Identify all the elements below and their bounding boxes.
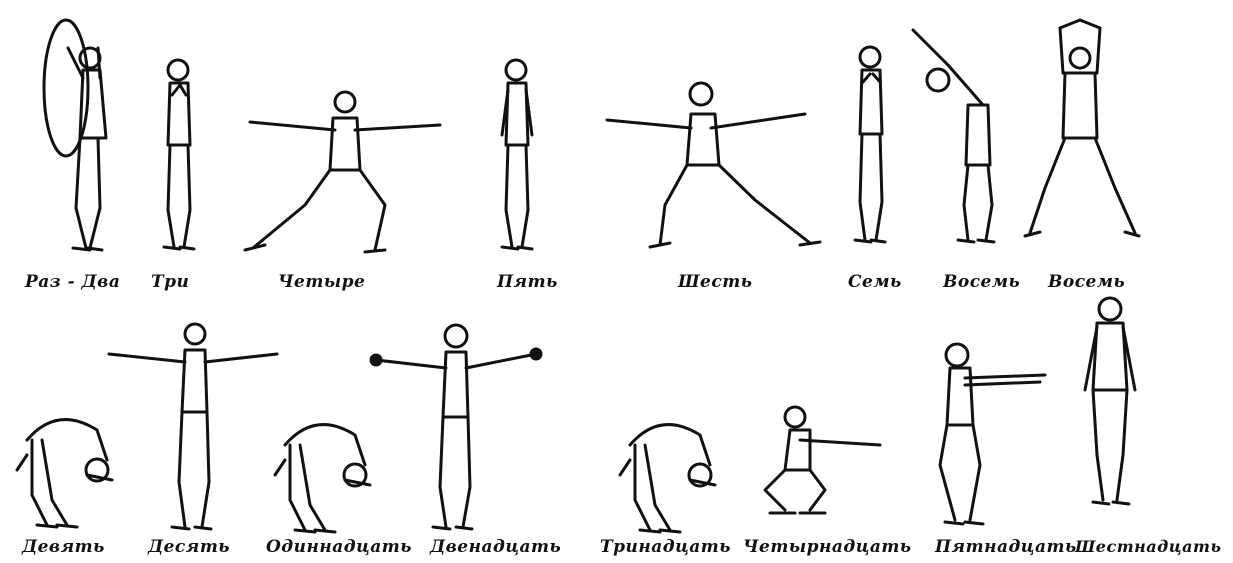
figure-devyat <box>12 400 122 534</box>
figure-vosem-1 <box>908 25 1008 249</box>
label-vosem-2: Восемь <box>1048 272 1125 292</box>
label-pyatnadtsat: Пятнадцать <box>935 537 1077 557</box>
figure-shest <box>605 80 825 259</box>
figure-pyatnadtsat <box>935 340 1055 534</box>
label-shestnadtsat: Шестнадцать <box>1075 537 1222 556</box>
label-dvenadtsat: Двенадцать <box>430 537 561 557</box>
figure-desyat <box>107 322 282 541</box>
figure-chetyre <box>245 90 445 264</box>
figure-chetyrnadtsat <box>755 405 885 529</box>
figure-dvenadtsat <box>368 322 548 541</box>
figure-trinadtsat <box>615 405 725 539</box>
label-tri: Три <box>151 272 189 292</box>
label-vosem-1: Восемь <box>943 272 1020 292</box>
label-devyat: Девять <box>22 537 105 557</box>
figure-sem <box>845 42 905 251</box>
label-chetyre: Четыре <box>278 272 365 292</box>
figure-shestnadtsat <box>1075 295 1150 514</box>
label-chetyrnadtsat: Четырнадцать <box>743 537 912 557</box>
label-odinnadtsat: Одиннадцать <box>266 537 412 557</box>
label-raz-dva: Раз - Два <box>25 272 120 292</box>
figure-pyat <box>488 55 548 259</box>
label-desyat: Десять <box>148 537 230 557</box>
label-pyat: Пять <box>497 272 558 292</box>
label-trinadtsat: Тринадцать <box>600 537 731 557</box>
label-shest: Шесть <box>678 272 752 292</box>
figure-odinnadtsat <box>270 405 380 539</box>
figure-vosem-2 <box>1025 18 1140 247</box>
label-sem: Семь <box>848 272 902 292</box>
figure-raz-dva <box>28 18 118 262</box>
figure-tri <box>150 55 210 259</box>
